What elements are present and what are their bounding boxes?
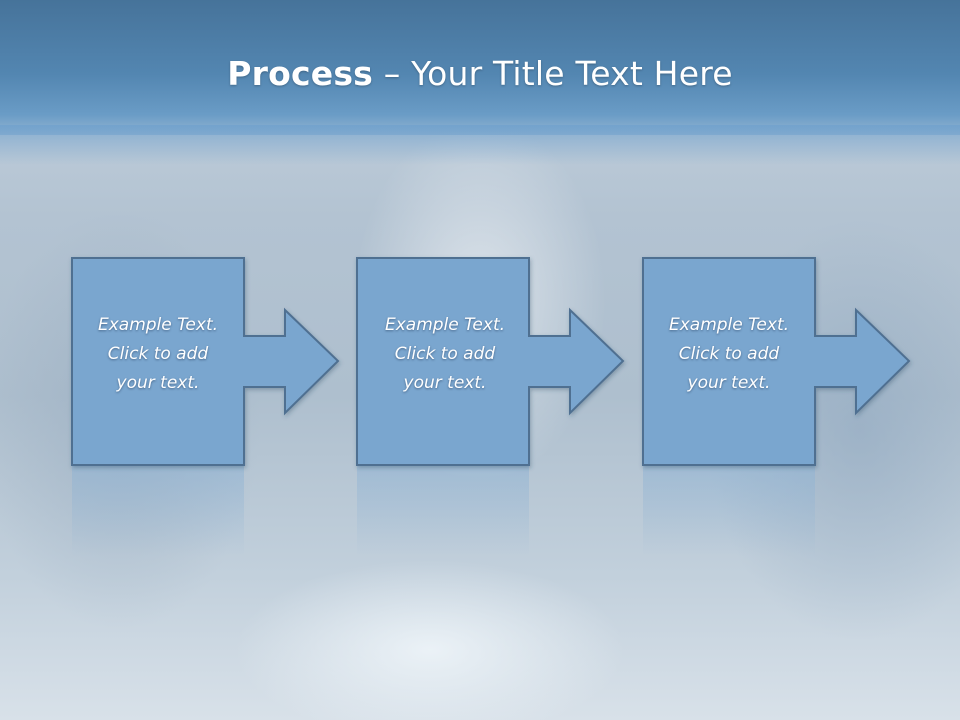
- step-1-reflection: [72, 466, 244, 556]
- step-2-line-3: your text.: [403, 373, 487, 393]
- step-1-arrow[interactable]: [71, 257, 340, 466]
- step-3-line-1: Example Text.: [668, 315, 790, 335]
- title-bold: Process: [227, 54, 374, 93]
- step-3-line-3: your text.: [687, 373, 771, 393]
- step-3-line-2: Click to add: [678, 344, 780, 364]
- step-1-line-2: Click to add: [107, 344, 209, 364]
- step-3-reflection: [643, 466, 815, 556]
- step-1-line-3: your text.: [116, 373, 200, 393]
- step-1-line-1: Example Text.: [97, 315, 219, 335]
- step-2-arrow[interactable]: [356, 257, 625, 466]
- step-2-text[interactable]: Example Text. Click to add your text.: [359, 311, 531, 398]
- step-3-text[interactable]: Example Text. Click to add your text.: [643, 311, 815, 398]
- title-rest: – Your Title Text Here: [373, 54, 733, 93]
- title-band: [0, 0, 960, 135]
- title-band-fade: [0, 125, 960, 165]
- slide-title[interactable]: Process – Your Title Text Here: [0, 52, 960, 96]
- step-1-text[interactable]: Example Text. Click to add your text.: [72, 311, 244, 398]
- step-2-line-2: Click to add: [394, 344, 496, 364]
- step-2-line-1: Example Text.: [384, 315, 506, 335]
- step-3-arrow[interactable]: [642, 257, 911, 466]
- step-2-reflection: [357, 466, 529, 556]
